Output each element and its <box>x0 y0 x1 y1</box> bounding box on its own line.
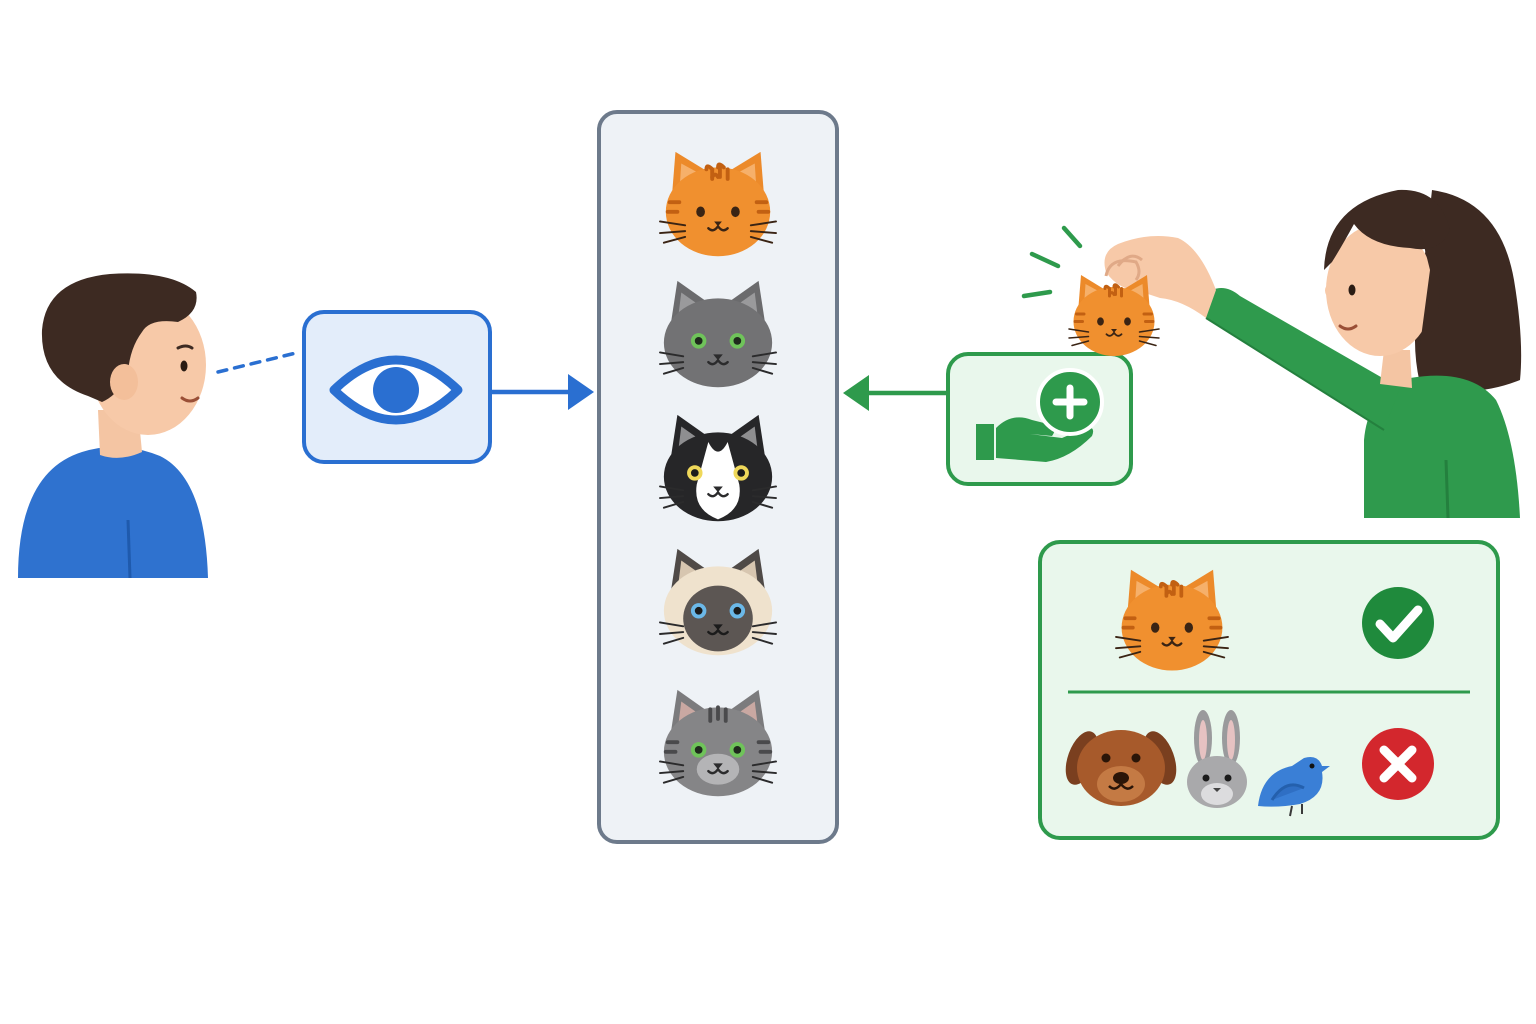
observer-person-icon <box>18 273 208 579</box>
add-arrow <box>843 375 946 411</box>
holding-fingers <box>1104 259 1141 281</box>
add-box <box>946 352 1133 486</box>
hand-add-icon <box>976 368 1104 462</box>
adder-person-icon <box>1104 189 1522 519</box>
held-orange-tabby-cat-icon <box>1067 273 1161 358</box>
cross-icon <box>1362 728 1434 800</box>
observe-arrow <box>492 374 594 410</box>
sparkle-lines <box>1021 225 1083 299</box>
bird-icon <box>1258 757 1330 817</box>
check-icon <box>1362 587 1434 659</box>
eye-icon <box>329 355 463 425</box>
rabbit-icon <box>1187 710 1247 808</box>
collection-item-gray-tabby-cat-icon <box>658 687 778 799</box>
dog-icon <box>1065 730 1177 806</box>
gaze-line <box>216 350 302 374</box>
observe-box <box>302 310 492 464</box>
